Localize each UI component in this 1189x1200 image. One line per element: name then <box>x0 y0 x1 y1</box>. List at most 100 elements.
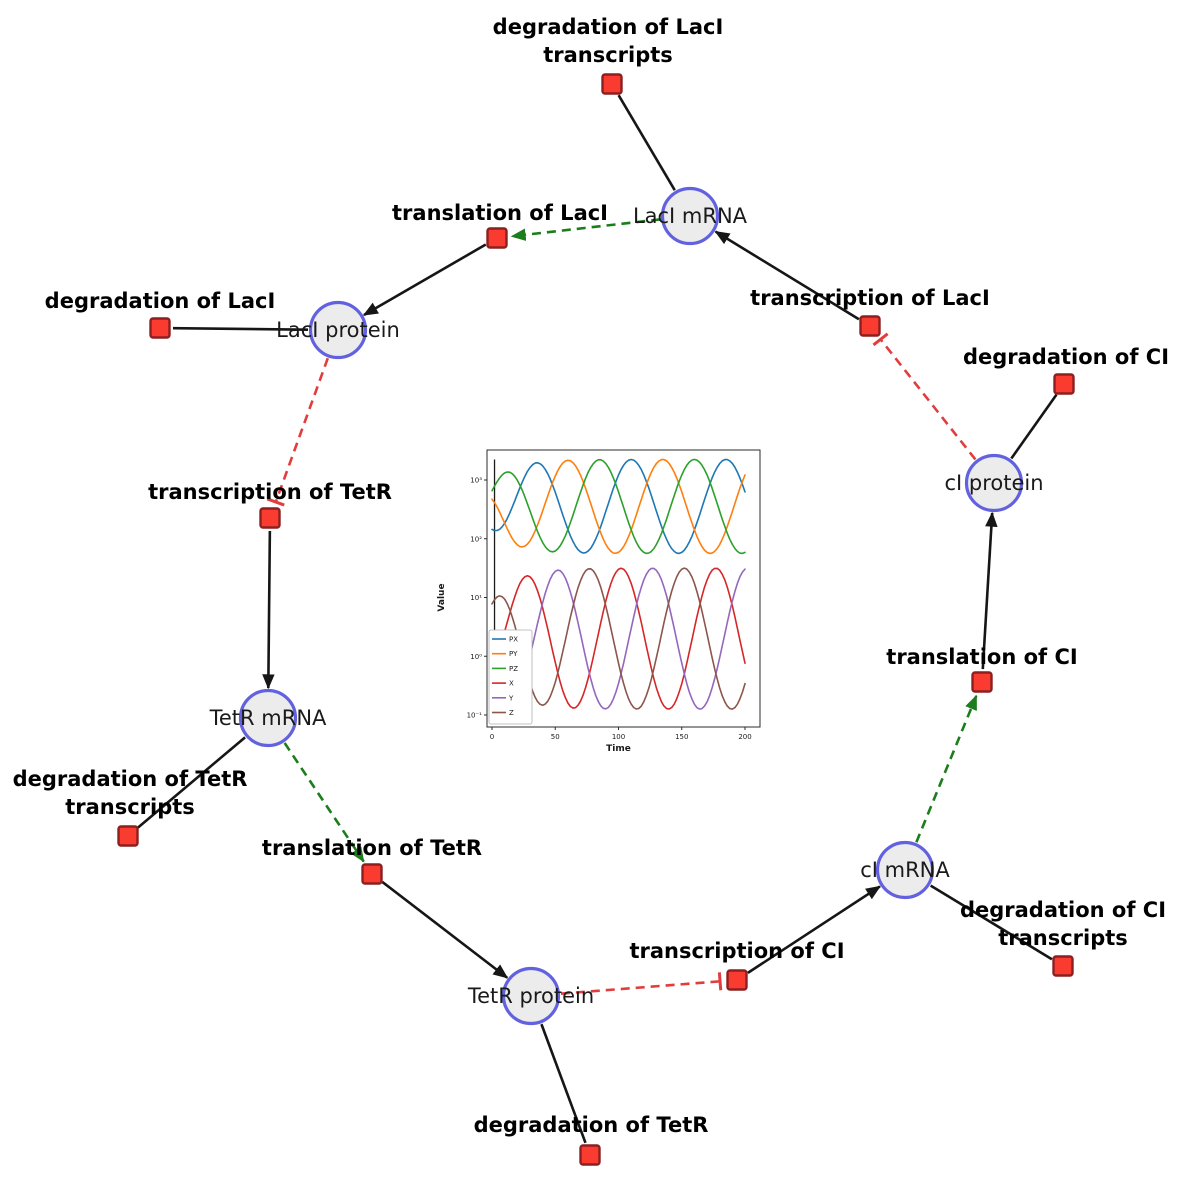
edge-ci-protein-to-transcription-laci <box>872 332 977 461</box>
reaction-node-deg-laci[interactable]: degradation of LacI <box>45 289 276 339</box>
legend-label-Y: Y <box>508 694 514 702</box>
reaction-square-deg-ci[interactable] <box>1053 373 1075 395</box>
species-circle-laci-mrna[interactable] <box>660 186 720 246</box>
y-tick-label: 10⁰ <box>470 653 482 661</box>
reaction-square-deg-tetr[interactable] <box>579 1144 601 1166</box>
x-tick-label: 50 <box>551 733 560 741</box>
chart-series-X <box>491 567 746 710</box>
y-tick-label: 10³ <box>470 477 482 485</box>
species-node-tetr-mrna[interactable]: TetR mRNA <box>209 688 327 748</box>
legend-label-PZ: PZ <box>509 665 518 673</box>
reaction-square-translation-tetr[interactable] <box>361 863 383 885</box>
reaction-label-transcription-tetr: transcription of TetR <box>148 480 392 504</box>
reaction-node-translation-laci[interactable]: translation of LacI <box>392 201 608 249</box>
edge-transcription-ci-to-ci-mrna <box>747 885 881 974</box>
x-tick-label: 100 <box>612 733 625 741</box>
edge-tetr-mrna-to-deg-tetr-transcripts <box>137 736 246 829</box>
species-node-tetr-protein[interactable]: TetR protein <box>467 966 594 1026</box>
reaction-node-transcription-ci[interactable]: transcription of CI <box>629 939 845 991</box>
legend-entry-PY: PY <box>492 650 518 658</box>
x-axis-label: Time <box>606 744 631 754</box>
legend-entry-PZ: PZ <box>492 665 518 673</box>
edges-layer <box>137 94 1058 1144</box>
reaction-node-transcription-laci[interactable]: transcription of LacI <box>750 286 990 337</box>
y-tick-label: 10¹ <box>470 594 482 602</box>
y-tick-label: 10⁻¹ <box>467 712 483 720</box>
reaction-node-translation-tetr[interactable]: translation of TetR <box>262 836 482 885</box>
reaction-square-deg-laci[interactable] <box>149 317 171 339</box>
reaction-node-deg-tetr[interactable]: degradation of TetR <box>474 1113 709 1166</box>
reaction-label-translation-laci: translation of LacI <box>392 201 608 225</box>
edge-transcription-laci-to-laci-mrna <box>714 230 860 321</box>
species-node-ci-mrna[interactable]: cI mRNA <box>860 840 950 900</box>
reaction-square-deg-ci-transcripts[interactable] <box>1052 955 1074 977</box>
edge-laci-protein-to-transcription-tetr <box>266 357 330 507</box>
reaction-node-translation-ci[interactable]: translation of CI <box>886 645 1078 693</box>
species-node-laci-protein[interactable]: LacI protein <box>276 300 400 360</box>
legend-entry-Z: Z <box>492 709 514 717</box>
x-tick-label: 0 <box>490 733 494 741</box>
species-label-ci-mrna: cI mRNA <box>860 858 950 882</box>
x-tick-label: 200 <box>738 733 751 741</box>
reaction-label-deg-laci: degradation of LacI <box>45 289 276 313</box>
species-circle-tetr-protein[interactable] <box>501 966 561 1026</box>
edge-tetr-protein-to-transcription-ci <box>560 972 723 995</box>
chart-series-PZ <box>491 458 746 555</box>
legend-entry-X: X <box>492 680 514 688</box>
chart-series-layer <box>491 458 746 710</box>
reaction-square-transcription-ci[interactable] <box>726 969 748 991</box>
legend-entry-PX: PX <box>492 636 518 644</box>
reaction-square-translation-ci[interactable] <box>971 671 993 693</box>
y-tick-label: 10² <box>470 535 482 543</box>
reaction-square-transcription-tetr[interactable] <box>259 507 281 529</box>
edge-ci-mrna-to-translation-ci <box>915 694 978 843</box>
reaction-label-transcription-laci: transcription of LacI <box>750 286 990 310</box>
reaction-node-transcription-tetr[interactable]: transcription of TetR <box>148 480 392 529</box>
edge-ci-protein-to-deg-ci <box>1010 393 1058 460</box>
species-node-laci-mrna[interactable]: LacI mRNA <box>633 186 748 246</box>
reaction-label-deg-tetr: degradation of TetR <box>474 1113 709 1137</box>
edge-transcription-tetr-to-tetr-mrna <box>262 530 275 690</box>
chart-series-Z <box>491 567 746 710</box>
reaction-square-deg-tetr-transcripts[interactable] <box>117 825 139 847</box>
reaction-label-transcription-ci: transcription of CI <box>629 939 844 963</box>
reaction-label-translation-ci: translation of CI <box>886 645 1077 669</box>
legend-label-X: X <box>509 680 514 688</box>
reaction-square-translation-laci[interactable] <box>486 227 508 249</box>
chart-series-PY <box>491 458 746 555</box>
edge-translation-laci-to-laci-protein <box>362 243 487 317</box>
reaction-square-transcription-laci[interactable] <box>859 315 881 337</box>
edge-translation-ci-to-ci-protein <box>981 511 998 670</box>
reaction-square-deg-laci-transcripts[interactable] <box>601 73 623 95</box>
species-label-tetr-protein: TetR protein <box>467 984 594 1008</box>
y-axis-label: Value <box>437 583 447 611</box>
legend-label-Z: Z <box>509 709 514 717</box>
species-circle-tetr-mrna[interactable] <box>238 688 298 748</box>
edge-tetr-mrna-to-translation-tetr <box>283 742 365 863</box>
species-label-laci-protein: LacI protein <box>276 318 400 342</box>
species-circle-ci-protein[interactable] <box>964 453 1024 513</box>
legend-entry-Y: Y <box>492 694 514 702</box>
species-circle-laci-protein[interactable] <box>308 300 368 360</box>
species-node-ci-protein[interactable]: cI protein <box>944 453 1044 513</box>
legend-label-PX: PX <box>509 636 518 644</box>
species-circle-ci-mrna[interactable] <box>875 840 935 900</box>
edge-translation-tetr-to-tetr-protein <box>381 880 509 979</box>
reaction-label-translation-tetr: translation of TetR <box>262 836 482 860</box>
reaction-label-deg-ci: degradation of CI <box>963 345 1169 369</box>
edge-laci-mrna-to-translation-laci <box>510 218 661 241</box>
species-label-tetr-mrna: TetR mRNA <box>209 706 327 730</box>
chart-legend: PX PY PZ XYZ <box>488 629 533 725</box>
reaction-node-deg-ci[interactable]: degradation of CI <box>963 345 1169 395</box>
edge-ci-mrna-to-deg-ci-transcripts <box>929 884 1053 961</box>
